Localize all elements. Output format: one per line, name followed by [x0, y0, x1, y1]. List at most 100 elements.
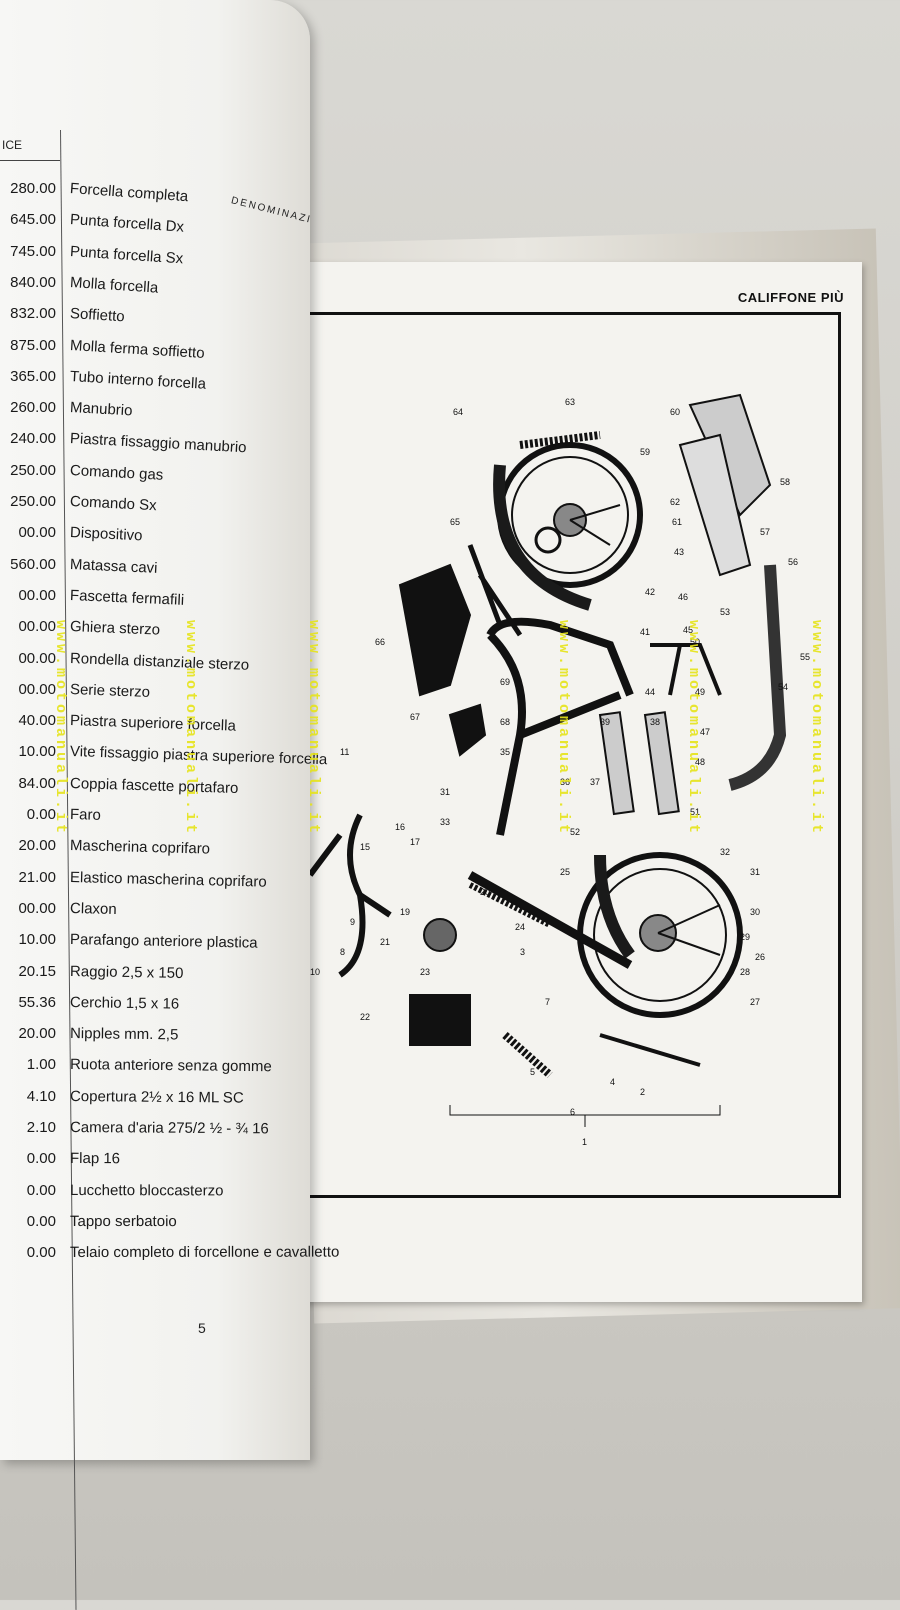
callout-5: 5 [530, 1067, 535, 1077]
watermark-2: www.motomanuali.it [182, 620, 199, 837]
part-price: 55.36 [18, 993, 56, 1011]
part-price: 0.00 [26, 1150, 56, 1168]
table-row: 20.15 Raggio 2,5 x 150 [0, 963, 320, 991]
part-description: Molla forcella [69, 273, 159, 297]
part-price: 10.00 [18, 931, 56, 949]
table-row: 0.00 Flap 16 [0, 1150, 320, 1178]
callout-11: 11 [340, 747, 349, 757]
callout-6: 6 [570, 1107, 575, 1117]
diagram-frame: 64 63 60 59 58 57 56 65 62 61 43 42 46 5… [300, 312, 841, 1198]
callout-28: 28 [740, 967, 750, 977]
callout-57: 57 [760, 527, 770, 537]
part-price: 00.00 [18, 524, 56, 542]
rear-sprocket [534, 526, 562, 554]
handlebar [307, 813, 392, 978]
callout-54: 54 [778, 682, 788, 692]
rear-carrier [467, 544, 523, 637]
part-description: Copertura 2½ x 16 ML SC [69, 1087, 244, 1107]
part-description: Soffietto [69, 305, 126, 326]
callout-22: 22 [360, 1012, 370, 1022]
callout-29: 29 [740, 932, 750, 942]
callout-39: 39 [600, 717, 610, 727]
part-description: Molla ferma soffietto [69, 336, 206, 362]
part-description: Dispositivo [69, 524, 143, 545]
watermark-5: www.motomanuali.it [685, 620, 702, 837]
callout-45: 45 [683, 625, 693, 635]
part-price: 21.00 [18, 868, 56, 886]
part-description: Cerchio 1,5 x 16 [69, 993, 180, 1013]
part-description: Punta forcella Sx [69, 242, 184, 268]
part-description: Comando gas [69, 461, 164, 484]
part-price: 840.00 [10, 273, 56, 291]
callout-26: 26 [755, 952, 765, 962]
callout-46: 46 [678, 592, 688, 602]
part-price: 40.00 [18, 712, 56, 730]
floor-panel-2 [643, 711, 680, 816]
assembly-bracket [449, 1105, 721, 1127]
callout-38: 38 [650, 717, 660, 727]
part-price: 20.15 [18, 962, 56, 980]
part-price: 560.00 [10, 555, 56, 573]
floor-panel-1 [598, 711, 635, 816]
table-row: 55.36 Cerchio 1,5 x 16 [0, 994, 320, 1022]
callout-30: 30 [750, 907, 760, 917]
callout-56: 56 [788, 557, 798, 567]
callout-9: 9 [350, 917, 355, 927]
part-description: Nipples mm. 2,5 [69, 1025, 179, 1044]
callout-24: 24 [515, 922, 525, 932]
part-description: Piastra fissaggio manubrio [69, 430, 247, 457]
callout-31: 31 [440, 787, 450, 797]
callout-59: 59 [640, 447, 650, 457]
callout-66: 66 [375, 637, 385, 647]
callout-23: 23 [420, 967, 430, 977]
part-description: Elastico mascherina coprifaro [69, 868, 267, 891]
callout-16: 16 [395, 822, 405, 832]
part-price: 645.00 [10, 211, 56, 229]
side-panel-2 [678, 433, 752, 577]
callout-67: 67 [410, 712, 420, 722]
callout-2: 2 [640, 1087, 645, 1097]
tank [448, 703, 487, 757]
part-description: Raggio 2,5 x 150 [69, 962, 184, 982]
part-price: 2.10 [26, 1119, 56, 1136]
part-description: Claxon [69, 899, 117, 918]
part-description: Piastra superiore forcella [69, 712, 237, 735]
table-row: 21.00 Elastico mascherina coprifaro [0, 869, 320, 897]
watermark-3: www.motomanuali.it [305, 620, 322, 837]
callout-19: 19 [400, 907, 410, 917]
front-fender [594, 854, 635, 959]
callout-32: 32 [720, 847, 730, 857]
callout-41: 41 [640, 627, 650, 637]
callout-35: 35 [500, 747, 510, 757]
callout-58: 58 [780, 477, 790, 487]
rear-wheel-rim [511, 456, 629, 574]
callout-53: 53 [720, 607, 730, 617]
part-price: 0.00 [26, 806, 56, 823]
part-price: 0.00 [26, 1181, 56, 1199]
part-price: 84.00 [18, 774, 56, 792]
part-description: Faro [69, 806, 102, 824]
part-description: Punta forcella Dx [69, 211, 185, 237]
rear-fender [493, 464, 592, 611]
callout-50: 50 [690, 637, 700, 647]
front-axle [599, 1033, 701, 1067]
callout-63: 63 [565, 397, 575, 407]
callout-21: 21 [380, 937, 390, 947]
part-description: Flap 16 [69, 1150, 121, 1168]
callout-4: 4 [610, 1077, 615, 1087]
callout-36: 36 [560, 777, 570, 787]
callout-27: 27 [750, 997, 760, 1007]
